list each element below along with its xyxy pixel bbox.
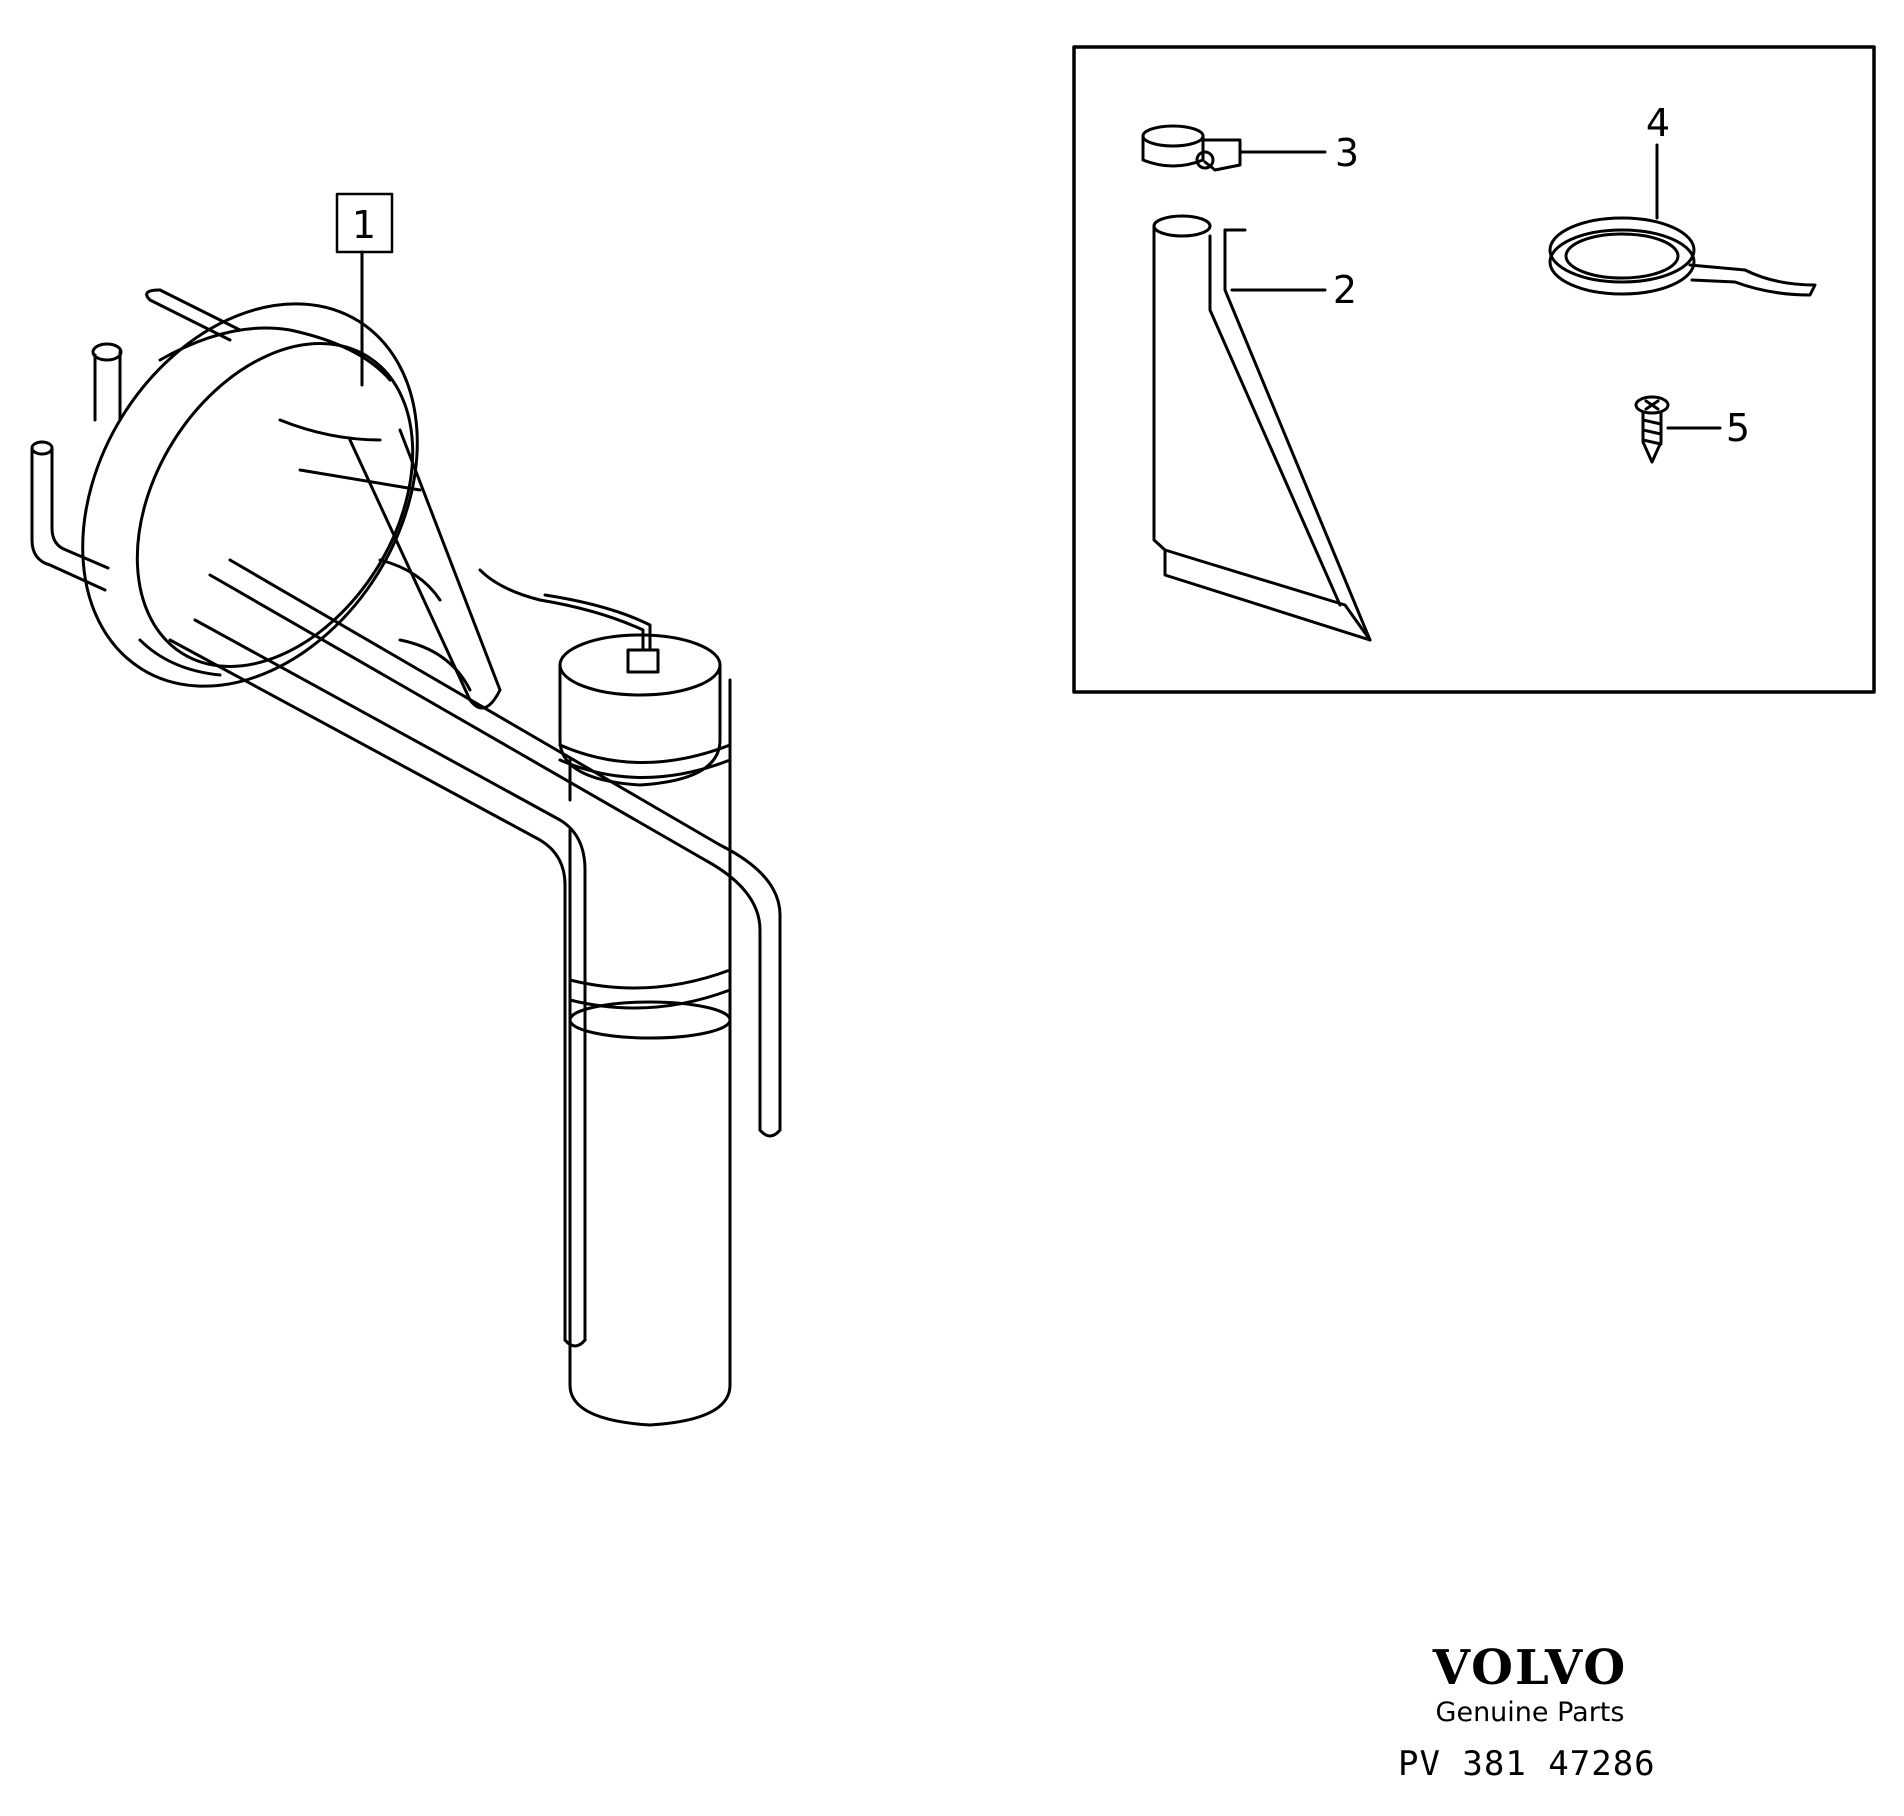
hose-clamp-large [1548,216,1817,297]
brand-block: VOLVO Genuine Parts [1380,1640,1680,1730]
detail-inset-frame [1072,45,1876,694]
callout-4-label: 4 [1646,101,1670,145]
fuel-funnel [1152,214,1372,642]
callout-1-label: 1 [352,203,376,247]
hose-clamp-small [1141,124,1242,172]
part-number: PV 381 47286 [1398,1744,1656,1784]
callout-5-label: 5 [1726,406,1750,450]
brand-tagline: Genuine Parts [1435,1697,1625,1728]
callout-1-box [335,192,394,254]
screw [1634,395,1670,464]
fuel-pump-assembly [30,288,782,1427]
callout-3-label: 3 [1335,131,1359,175]
volvo-logo: VOLVO [1432,1640,1628,1696]
callout-2-label: 2 [1333,268,1357,312]
